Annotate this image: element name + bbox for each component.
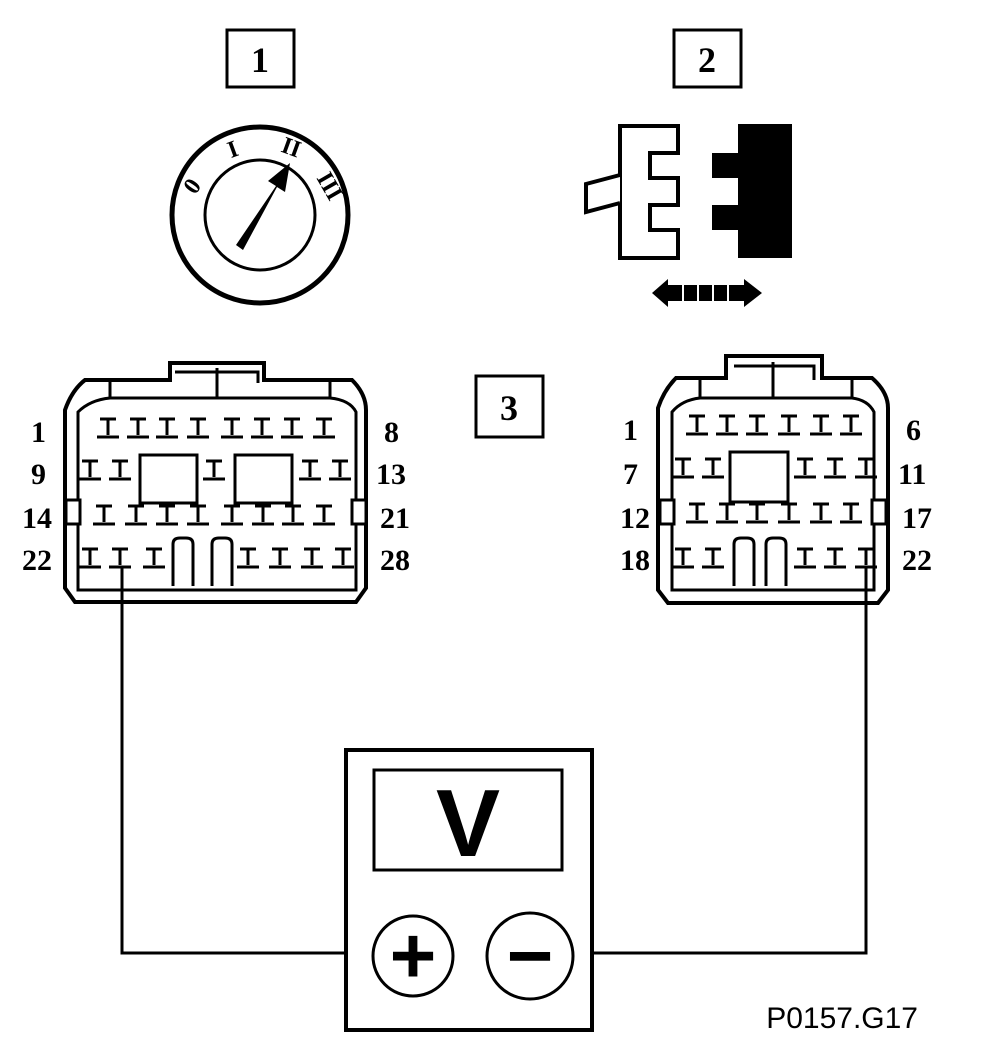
- terminal-pin: [810, 502, 832, 524]
- terminal-pin: [109, 459, 131, 481]
- right-row3-start: 12: [620, 502, 650, 535]
- connector-22-way: [656, 354, 890, 605]
- ignition-key-arrow: [236, 163, 290, 250]
- terminal-pin: [252, 504, 274, 526]
- step-3-label: 3: [500, 388, 518, 428]
- terminal-pin: [251, 417, 273, 439]
- negative-test-lead: [572, 567, 868, 955]
- connector-disconnect-icon: [584, 124, 792, 307]
- terminal-pin: [329, 459, 351, 481]
- terminal-pin: [824, 457, 846, 479]
- negative-terminal-label: −: [507, 911, 554, 1000]
- voltmeter-display-unit: V: [436, 770, 500, 877]
- terminal-pin: [109, 547, 131, 569]
- terminal-pin: [794, 547, 816, 569]
- terminal-pin: [143, 547, 165, 569]
- terminal-pin: [672, 457, 694, 479]
- left-row3-end: 21: [380, 502, 410, 535]
- right-row2-end: 11: [898, 458, 926, 491]
- left-row2-end: 13: [376, 458, 406, 491]
- connector-28-terminals: [79, 417, 354, 569]
- positive-terminal-label: +: [390, 911, 437, 1000]
- terminal-pin: [855, 457, 877, 479]
- step-1-box: 1: [225, 28, 296, 89]
- terminal-pin: [79, 459, 101, 481]
- terminal-pin: [187, 504, 209, 526]
- terminal-pin: [269, 547, 291, 569]
- step-3-box: 3: [474, 374, 545, 439]
- terminal-pin: [778, 414, 800, 436]
- terminal-pin: [313, 417, 335, 439]
- terminal-pin: [299, 459, 321, 481]
- terminal-pin: [221, 504, 243, 526]
- terminal-pin: [203, 459, 225, 481]
- terminal-pin: [156, 417, 178, 439]
- left-row3-start: 14: [22, 502, 52, 535]
- terminal-pin: [686, 414, 708, 436]
- connector-22-terminals: [672, 414, 877, 569]
- terminal-pin: [840, 414, 862, 436]
- right-row4-start: 18: [620, 544, 650, 577]
- terminal-pin: [93, 504, 115, 526]
- terminal-pin: [716, 502, 738, 524]
- connector-28-way: [63, 361, 368, 604]
- terminal-pin: [125, 504, 147, 526]
- terminal-pin: [686, 502, 708, 524]
- terminal-pin: [301, 547, 323, 569]
- terminal-pin: [840, 502, 862, 524]
- terminal-pin: [282, 504, 304, 526]
- terminal-pin: [702, 547, 724, 569]
- negative-terminal: [485, 911, 575, 1001]
- terminal-pin: [824, 547, 846, 569]
- terminal-pin: [156, 504, 178, 526]
- terminal-pin: [746, 414, 768, 436]
- terminal-pin: [672, 547, 694, 569]
- step-2-box: 2: [672, 28, 743, 89]
- terminal-pin: [332, 547, 354, 569]
- right-row1-end: 6: [906, 414, 921, 447]
- right-row1-start: 1: [623, 414, 638, 447]
- terminal-pin: [97, 417, 119, 439]
- terminal-pin: [794, 457, 816, 479]
- left-row4-start: 22: [22, 544, 52, 577]
- terminal-pin: [702, 457, 724, 479]
- reference-code: P0157.G17: [766, 1002, 918, 1035]
- ignition-switch-icon: 0 I II III: [169, 124, 351, 306]
- voltmeter: V + −: [344, 748, 594, 1032]
- left-row4-end: 28: [380, 544, 410, 577]
- terminal-pin: [716, 414, 738, 436]
- terminal-pin: [237, 547, 259, 569]
- right-row4-end: 22: [902, 544, 932, 577]
- left-row1-end: 8: [384, 416, 399, 449]
- terminal-pin: [187, 417, 209, 439]
- positive-test-lead: [120, 567, 374, 955]
- step-1-label: 1: [251, 40, 269, 80]
- terminal-pin: [281, 417, 303, 439]
- double-arrow-icon: [652, 279, 762, 307]
- terminal-pin: [778, 502, 800, 524]
- terminal-pin: [810, 414, 832, 436]
- right-row2-start: 7: [623, 458, 638, 491]
- terminal-pin: [221, 417, 243, 439]
- step-2-label: 2: [698, 40, 716, 80]
- left-row1-start: 1: [31, 416, 46, 449]
- terminal-pin: [313, 504, 335, 526]
- positive-terminal: [371, 914, 455, 998]
- left-row2-start: 9: [31, 458, 46, 491]
- terminal-pin: [79, 547, 101, 569]
- terminal-pin: [127, 417, 149, 439]
- terminal-pin: [746, 502, 768, 524]
- right-row3-end: 17: [902, 502, 932, 535]
